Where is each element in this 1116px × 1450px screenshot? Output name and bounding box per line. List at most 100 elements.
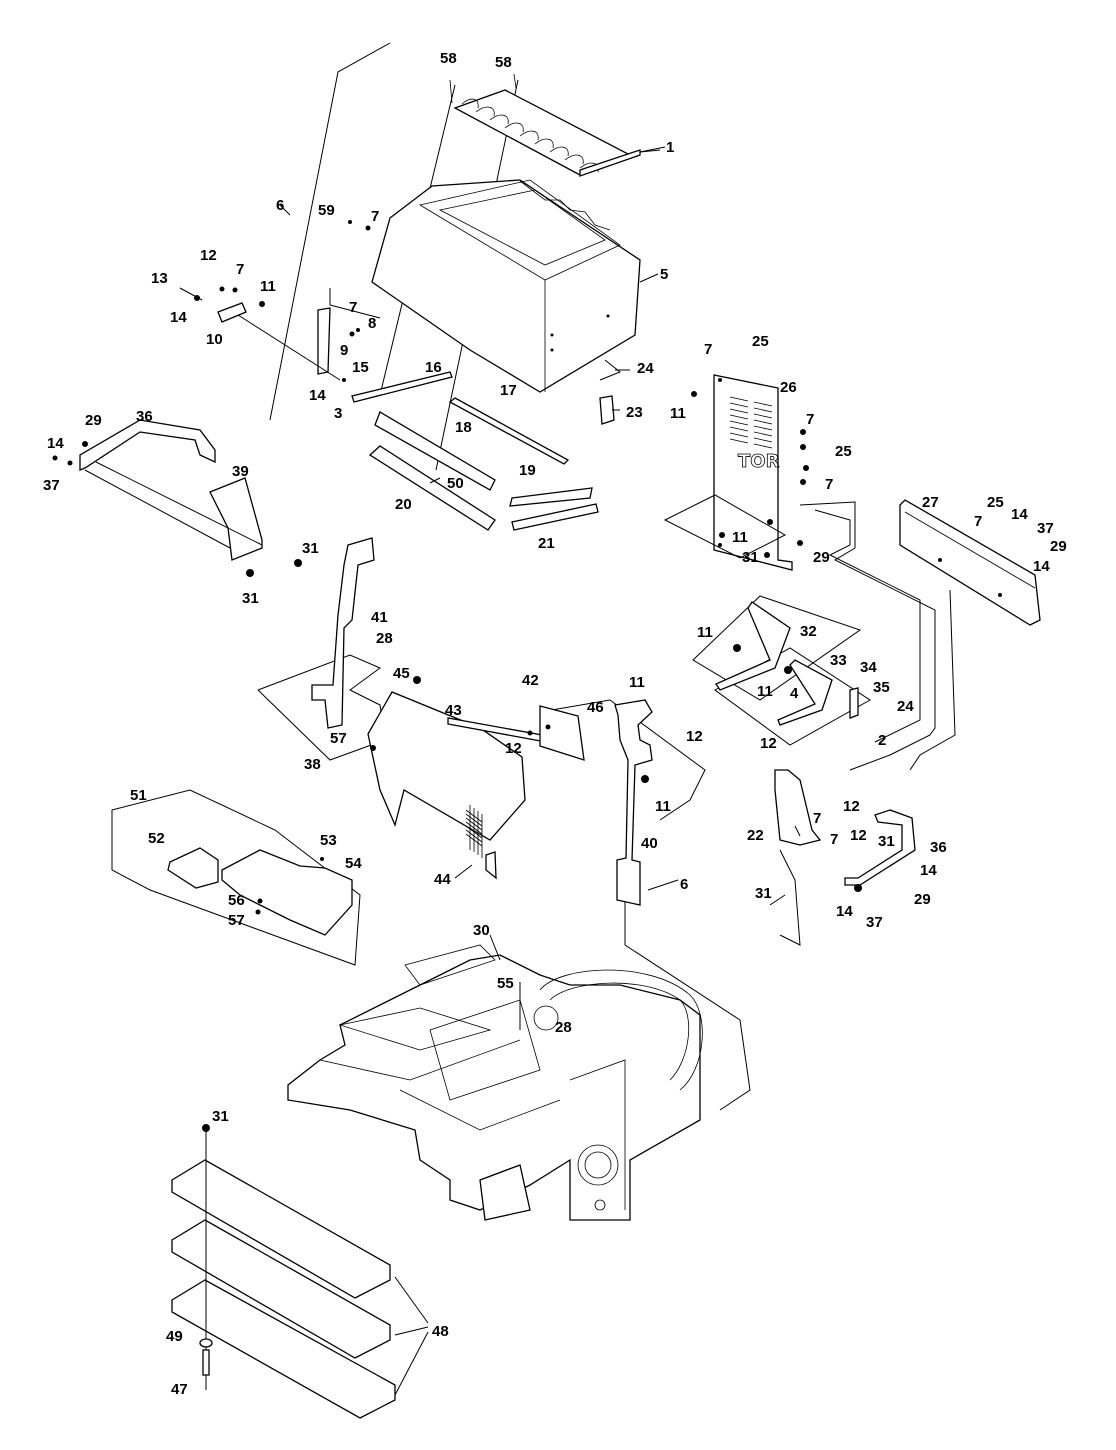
callout-12: 12: [760, 735, 777, 752]
callout-40: 40: [641, 835, 658, 852]
callout-11: 11: [260, 278, 276, 295]
callout-6: 6: [680, 876, 688, 893]
callout-29: 29: [914, 891, 931, 908]
callout-31: 31: [242, 590, 259, 607]
callout-58: 58: [495, 54, 512, 71]
callout-3: 3: [334, 405, 342, 422]
left-side-frame: [52, 419, 302, 577]
callout-9: 9: [340, 342, 348, 359]
callout-27: 27: [922, 494, 939, 511]
callout-25: 25: [987, 494, 1004, 511]
callout-28: 28: [376, 630, 393, 647]
right-channel: [899, 499, 1041, 626]
callout-53: 53: [320, 832, 337, 849]
callout-43: 43: [445, 702, 462, 719]
callout-14: 14: [920, 862, 937, 879]
callout-28: 28: [555, 1019, 572, 1036]
clip: [599, 359, 621, 425]
callout-41: 41: [371, 609, 388, 626]
callout-25: 25: [752, 333, 769, 350]
callout-56: 56: [228, 892, 245, 909]
callout-55: 55: [497, 975, 514, 992]
callout-11: 11: [697, 624, 713, 641]
callout-23: 23: [626, 404, 643, 421]
callout-32: 32: [800, 623, 817, 640]
callout-7: 7: [806, 411, 814, 428]
callout-39: 39: [232, 463, 249, 480]
callout-24: 24: [897, 698, 914, 715]
callout-7: 7: [371, 208, 379, 225]
callout-7: 7: [974, 513, 982, 530]
callout-57: 57: [330, 730, 347, 747]
callout-35: 35: [873, 679, 890, 696]
callout-44: 44: [434, 871, 451, 888]
callout-31: 31: [878, 833, 895, 850]
callout-26: 26: [780, 379, 797, 396]
assembly-planes: [111, 494, 956, 1111]
callout-7: 7: [813, 810, 821, 827]
base-plates: [171, 1124, 429, 1419]
callout-30: 30: [473, 922, 490, 939]
callout-14: 14: [1033, 558, 1050, 575]
callout-33: 33: [830, 652, 847, 669]
front-plate: [367, 676, 585, 880]
callout-14: 14: [836, 903, 853, 920]
callout-8: 8: [368, 315, 376, 332]
right-side-frame: [844, 809, 916, 892]
left-plate: [167, 847, 353, 936]
callout-5: 5: [660, 266, 668, 283]
callout-2: 2: [878, 732, 886, 749]
grille-panel: TOR: [691, 374, 809, 571]
callout-47: 47: [171, 1381, 188, 1398]
callout-4: 4: [790, 685, 799, 702]
callout-7: 7: [704, 341, 712, 358]
callout-54: 54: [345, 855, 362, 872]
callout-11: 11: [629, 674, 645, 691]
right-brackets: [715, 601, 859, 846]
callout-11: 11: [670, 405, 686, 422]
callout-14: 14: [47, 435, 64, 452]
upright-41: [311, 537, 375, 729]
callout-17: 17: [500, 382, 517, 399]
callout-19: 19: [519, 462, 536, 479]
callout-46: 46: [587, 699, 604, 716]
callout-10: 10: [206, 331, 223, 348]
callout-14: 14: [1011, 506, 1028, 523]
callout-1: 1: [666, 139, 674, 156]
callout-7: 7: [349, 299, 357, 316]
callout-7: 7: [830, 831, 838, 848]
callout-34: 34: [860, 659, 877, 676]
channel-strips: [351, 371, 599, 531]
callout-42: 42: [522, 672, 539, 689]
callout-16: 16: [425, 359, 442, 376]
callout-24: 24: [637, 360, 654, 377]
callout-31: 31: [755, 885, 772, 902]
callout-21: 21: [538, 535, 555, 552]
upright-40: [614, 699, 653, 906]
callout-6: 6: [276, 197, 284, 214]
callout-29: 29: [813, 549, 830, 566]
leader-lines: [454, 149, 801, 1030]
callout-18: 18: [455, 419, 472, 436]
callout-25: 25: [835, 443, 852, 460]
callout-49: 49: [166, 1328, 183, 1345]
callout-29: 29: [1050, 538, 1067, 555]
callout-31: 31: [212, 1108, 229, 1125]
corrugated-cover: [449, 73, 666, 177]
callout-52: 52: [148, 830, 165, 847]
callout-14: 14: [170, 309, 187, 326]
callout-22: 22: [747, 827, 764, 844]
panel-logo: TOR: [738, 451, 780, 472]
callout-12: 12: [850, 827, 867, 844]
callout-57: 57: [228, 912, 245, 929]
callout-11: 11: [655, 798, 671, 815]
callout-31: 31: [302, 540, 319, 557]
callout-12: 12: [686, 728, 703, 745]
callout-14: 14: [309, 387, 326, 404]
callout-38: 38: [304, 756, 321, 773]
callout-48: 48: [432, 1323, 449, 1340]
hood: [371, 179, 659, 393]
callout-36: 36: [136, 408, 153, 425]
callout-13: 13: [151, 270, 168, 287]
